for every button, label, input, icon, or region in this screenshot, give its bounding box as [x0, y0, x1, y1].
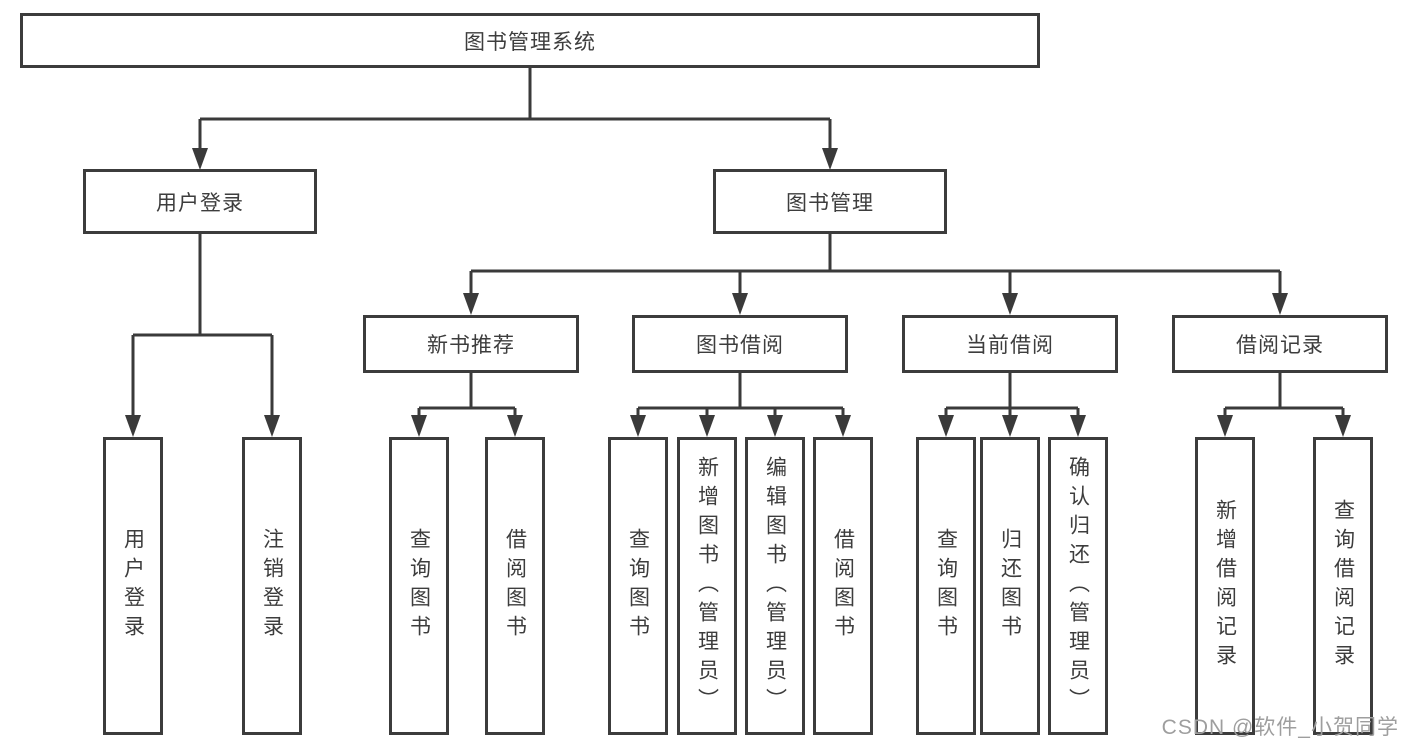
leaf-add-books-admin: 新增图书（管理员） [677, 437, 737, 735]
leaf-edit-books-admin: 编辑图书（管理员） [745, 437, 805, 735]
node-book-management: 图书管理 [713, 169, 947, 234]
leaf-query-books-recommend: 查询图书 [389, 437, 449, 735]
node-new-book-recommend: 新书推荐 [363, 315, 579, 373]
leaf-add-borrow-record: 新增借阅记录 [1195, 437, 1255, 735]
leaf-query-borrow-record: 查询借阅记录 [1313, 437, 1373, 735]
leaf-borrow-books-recommend: 借阅图书 [485, 437, 545, 735]
leaf-user-login: 用户登录 [103, 437, 163, 735]
node-current-borrow: 当前借阅 [902, 315, 1118, 373]
node-user-login: 用户登录 [83, 169, 317, 234]
node-library-management-system: 图书管理系统 [20, 13, 1040, 68]
leaf-query-books-borrow: 查询图书 [608, 437, 668, 735]
leaf-borrow-books: 借阅图书 [813, 437, 873, 735]
node-book-borrow: 图书借阅 [632, 315, 848, 373]
leaf-return-books: 归还图书 [980, 437, 1040, 735]
leaf-query-books-current: 查询图书 [916, 437, 976, 735]
leaf-logout: 注销登录 [242, 437, 302, 735]
csdn-watermark: CSDN @软件_小贺同学 [1161, 716, 1399, 739]
node-borrow-records: 借阅记录 [1172, 315, 1388, 373]
leaf-confirm-return-admin: 确认归还（管理员） [1048, 437, 1108, 735]
